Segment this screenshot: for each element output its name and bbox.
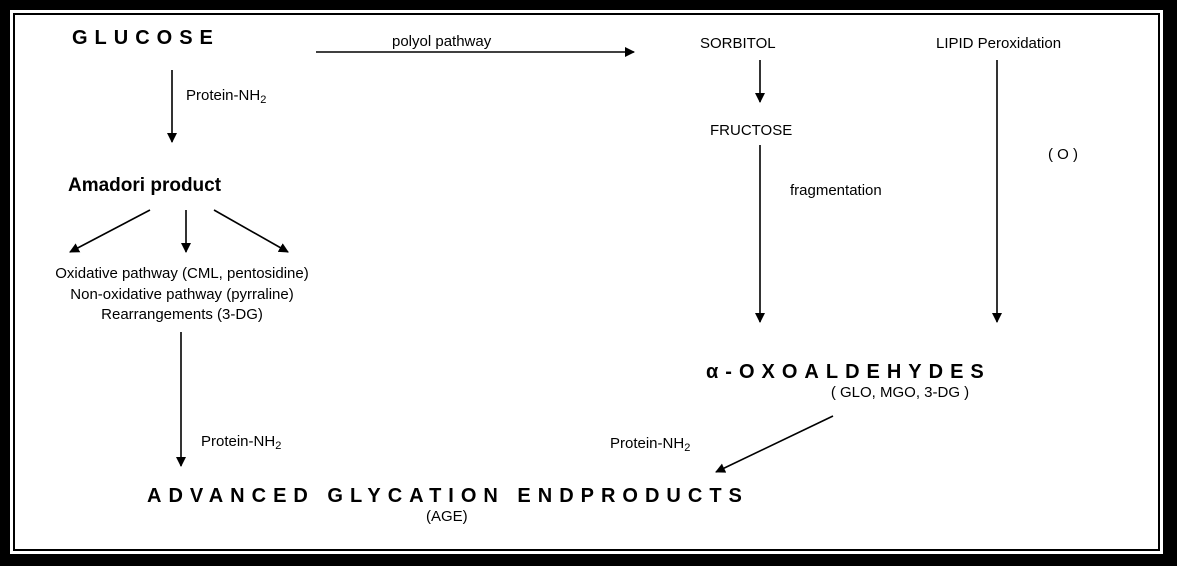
diagram-inner-border [13, 13, 1160, 551]
arrow-amadori-right [213, 209, 289, 253]
label-protein-nh2-oxoaldehydes: Protein-NH2 [610, 435, 691, 454]
oxoaldehyde-examples: ( GLO, MGO, 3-DG ) [830, 384, 970, 401]
node-amadori-product: Amadori product [68, 175, 222, 196]
label-fragmentation: fragmentation [790, 182, 882, 199]
diagram-frame [9, 9, 1164, 555]
label-polyol-pathway: polyol pathway [392, 33, 492, 50]
pathway-non-oxidative: Non-oxidative pathway (pyrraline) [70, 286, 294, 303]
label-oxidant: ( O ) [1048, 146, 1078, 163]
pathway-oxidative: Oxidative pathway (CML, pentosidine) [55, 265, 309, 282]
node-oxoaldehydes: α-OXOALDEHYDES [706, 361, 991, 383]
node-glucose: GLUCOSE [72, 27, 220, 49]
pathway-rearrangements: Rearrangements (3-DG) [101, 306, 263, 323]
arrow-oxoaldehydes-age [715, 415, 834, 473]
node-sorbitol: SORBITOL [700, 35, 776, 52]
label-protein-nh2-pathways: Protein-NH2 [201, 433, 282, 452]
node-lipid-peroxidation: LIPID Peroxidation [936, 35, 1062, 52]
label-protein-nh2-glucose: Protein-NH2 [186, 87, 267, 106]
node-age-abbreviation: (AGE) [426, 508, 468, 525]
node-advanced-glycation-endproducts: ADVANCED GLYCATION ENDPRODUCTS [147, 485, 749, 507]
arrow-amadori-left [69, 209, 151, 253]
node-fructose: FRUCTOSE [710, 122, 793, 139]
